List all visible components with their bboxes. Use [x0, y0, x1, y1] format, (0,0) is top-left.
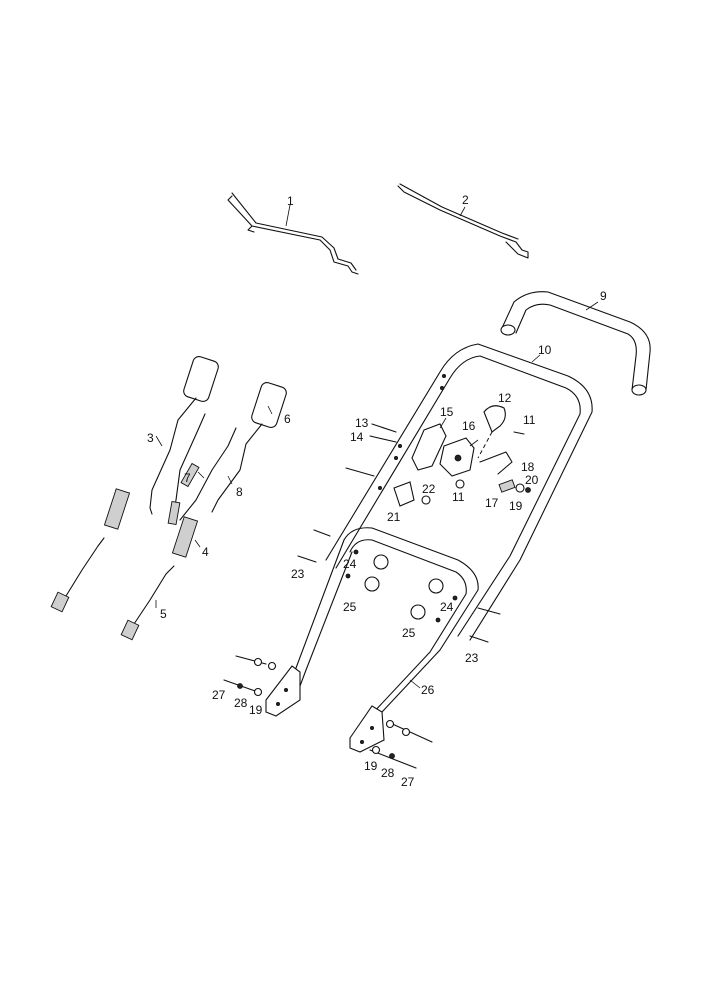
callout-6: 6 [284, 412, 291, 426]
callout-19-bottom: 19 [364, 759, 378, 773]
part-4-plates [103, 488, 201, 558]
callout-16: 16 [462, 419, 476, 433]
callout-27-left: 27 [212, 688, 226, 702]
callout-5: 5 [160, 607, 167, 621]
callout-labels: 1 2 3 4 5 6 7 8 9 10 11 11 12 13 14 15 1… [147, 193, 607, 789]
callout-19-right: 19 [509, 499, 523, 513]
callout-10: 10 [538, 343, 552, 357]
parts-3-6-7-8-cables [149, 356, 287, 526]
part-10-upper-handle [325, 343, 593, 641]
callout-28-bottom: 28 [381, 766, 395, 780]
callout-23-right: 23 [465, 651, 479, 665]
callout-23-left: 23 [291, 567, 305, 581]
part-9-grip-bar [500, 291, 651, 396]
callout-25-left: 25 [343, 600, 357, 614]
callout-12: 12 [498, 391, 512, 405]
part-5-springs [50, 537, 175, 641]
callout-4: 4 [202, 545, 209, 559]
parts-11-20-controls [345, 405, 531, 507]
callout-11-upper: 11 [523, 413, 536, 427]
callout-28-left: 28 [234, 696, 248, 710]
callout-26: 26 [421, 683, 435, 697]
callout-13: 13 [355, 416, 369, 430]
callout-17: 17 [485, 496, 499, 510]
callout-14: 14 [350, 430, 364, 444]
callout-25-right: 25 [402, 626, 416, 640]
callout-21: 21 [387, 510, 401, 524]
part-26-lower-handle [265, 527, 479, 753]
callout-3: 3 [147, 431, 154, 445]
callout-20: 20 [525, 473, 539, 487]
callout-22: 22 [422, 482, 436, 496]
callout-27-bottom: 27 [401, 775, 415, 789]
callout-1: 1 [287, 194, 294, 208]
callout-18: 18 [521, 460, 535, 474]
callout-24-left: 24 [343, 557, 357, 571]
callout-24-right: 24 [440, 600, 454, 614]
fasteners [223, 529, 501, 769]
callout-2: 2 [462, 193, 469, 207]
part-1-wire-rod [227, 192, 359, 275]
callout-9: 9 [600, 289, 607, 303]
part-2-wire-rod [397, 183, 529, 259]
callout-19-left: 19 [249, 703, 263, 717]
callout-7: 7 [184, 471, 191, 485]
callout-15: 15 [440, 405, 454, 419]
callout-8: 8 [236, 485, 243, 499]
callout-11-lower: 11 [452, 490, 465, 504]
